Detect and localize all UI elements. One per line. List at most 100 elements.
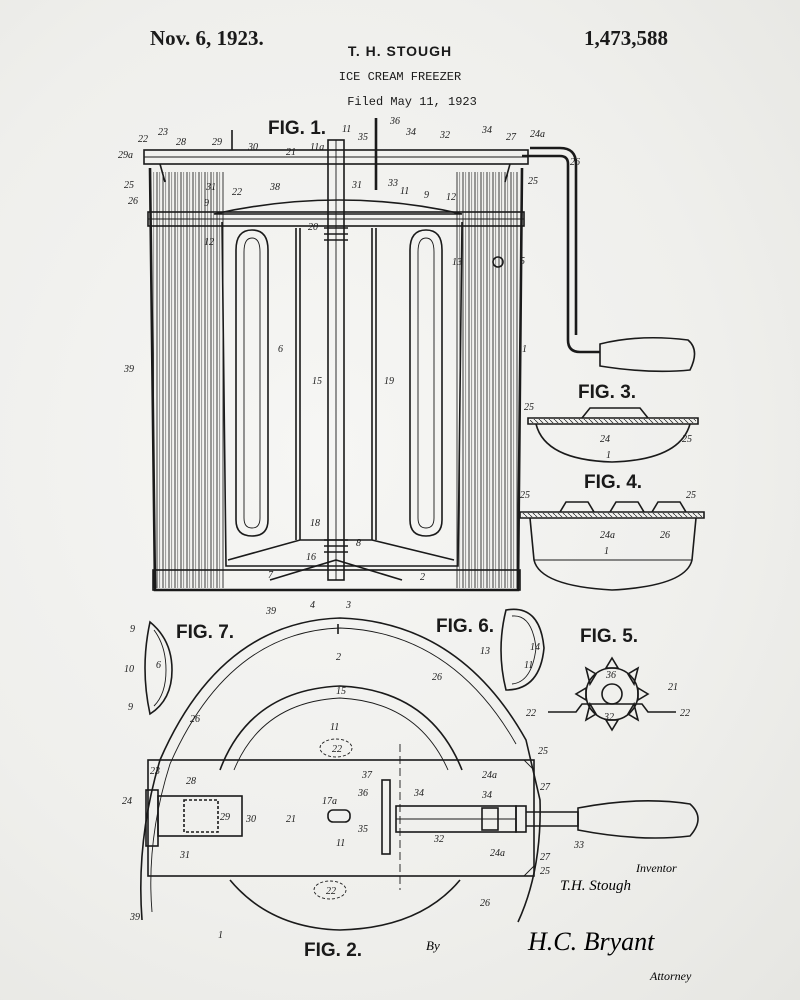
ref-numeral: 34 <box>481 790 492 801</box>
ref-numeral: 2 <box>420 572 425 583</box>
figure-6-label: FIG. 6. <box>436 616 494 637</box>
ref-numeral: 13 <box>480 646 490 657</box>
ref-numeral: 22 <box>138 134 148 145</box>
ref-numeral: 11 <box>330 722 339 733</box>
ref-numeral: 15 <box>312 376 322 387</box>
ref-numeral: 32 <box>433 834 444 845</box>
ref-numeral: 25 <box>540 866 550 877</box>
ref-numeral: 35 <box>357 824 368 835</box>
ref-numeral: 27 <box>506 132 517 143</box>
ref-numeral: 11a <box>310 142 324 153</box>
ref-numeral: 24a <box>600 530 615 541</box>
ref-numeral: 39 <box>129 912 140 923</box>
figure-2-label: FIG. 2. <box>304 940 362 961</box>
ref-numeral: 11 <box>336 838 345 849</box>
ref-numeral: 20 <box>308 222 318 233</box>
ref-numeral: 36 <box>389 116 400 127</box>
ref-numeral: 1 <box>522 344 527 355</box>
ref-numeral: 12 <box>446 192 456 203</box>
ref-numeral: 25 <box>538 746 548 757</box>
figure-4-drawing <box>520 502 704 590</box>
ref-numeral: 9 <box>130 624 135 635</box>
ref-numeral: 5 <box>520 256 525 267</box>
ref-numeral: 22 <box>332 744 342 755</box>
ref-numeral: 34 <box>413 788 424 799</box>
ref-numeral: 25 <box>528 176 538 187</box>
ref-numeral: 36 <box>605 670 616 681</box>
ref-numeral: 28 <box>186 776 196 787</box>
ref-numeral: 36 <box>357 788 368 799</box>
ref-numeral: 26 <box>128 196 138 207</box>
ref-numeral: 21 <box>286 814 296 825</box>
ref-numeral: 9 <box>424 190 429 201</box>
ref-numeral: 1 <box>606 450 611 461</box>
ref-numeral: 2 <box>336 652 341 663</box>
ref-numeral: 15 <box>336 686 346 697</box>
inventor-signature: T.H. Stough <box>560 878 631 894</box>
ref-numeral: 22 <box>326 886 336 897</box>
ref-numeral: 33 <box>573 840 584 851</box>
figure-3-drawing <box>528 408 698 462</box>
ref-numeral: 24a <box>530 129 545 140</box>
ref-numeral: 6 <box>278 344 283 355</box>
ref-numeral: 31 <box>351 180 362 191</box>
ref-numeral: 26 <box>190 714 200 725</box>
ref-numeral: 29a <box>118 150 133 161</box>
figure-7-label: FIG. 7. <box>176 622 234 643</box>
ref-numeral: 26 <box>480 898 490 909</box>
ref-numeral: 30 <box>247 142 258 153</box>
ref-numeral: 26 <box>660 530 670 541</box>
ref-numeral: 10 <box>124 664 134 675</box>
ref-numeral: 11 <box>524 660 533 671</box>
inventor-label: Inventor <box>635 861 677 875</box>
ref-numeral: 1 <box>218 930 223 941</box>
ref-numeral: 39 <box>265 606 276 617</box>
ref-numeral: 37 <box>361 770 373 781</box>
ref-numeral: 21 <box>286 147 296 158</box>
ref-numeral: 6 <box>156 660 161 671</box>
ref-numeral: 22 <box>232 187 242 198</box>
figure-4-label: FIG. 4. <box>584 472 642 493</box>
ref-numeral: 26 <box>432 672 442 683</box>
ref-numeral: 28 <box>176 137 186 148</box>
ref-numeral: 32 <box>439 130 450 141</box>
ref-numeral: 26 <box>570 157 580 168</box>
ref-numeral: 11 <box>400 186 409 197</box>
ref-numeral: 29 <box>212 137 222 148</box>
ref-numeral: 17a <box>322 796 337 807</box>
ref-numeral: 35 <box>357 132 368 143</box>
ref-numeral: 12 <box>204 237 214 248</box>
ref-numeral: 24 <box>122 796 132 807</box>
figure-1-drawing <box>144 118 695 590</box>
ref-numeral: 1 <box>604 546 609 557</box>
ref-numeral: 22 <box>526 708 536 719</box>
ref-numeral: 4 <box>310 600 315 611</box>
ref-numeral: 27 <box>540 782 551 793</box>
attorney-label: Attorney <box>649 969 692 983</box>
attorney-signature: H.C. Bryant <box>527 927 655 956</box>
ref-numeral: 25 <box>524 402 534 413</box>
figure-5-label: FIG. 5. <box>580 626 638 647</box>
ref-numeral: 23 <box>150 766 160 777</box>
figure-1-label: FIG. 1. <box>268 118 326 139</box>
ref-numeral: 25 <box>520 490 530 501</box>
ref-numeral: 33 <box>387 178 398 189</box>
ref-numeral: 13 <box>452 257 462 268</box>
ref-numeral: 27 <box>540 852 551 863</box>
ref-numeral: 31 <box>205 182 216 193</box>
ref-numeral: 38 <box>269 182 280 193</box>
ref-numeral: 39 <box>123 364 134 375</box>
ref-numeral: 21 <box>668 682 678 693</box>
ref-numeral: 22 <box>680 708 690 719</box>
ref-numeral: 29 <box>220 812 230 823</box>
ref-numeral: 18 <box>310 518 320 529</box>
by-label: By <box>426 938 440 953</box>
ref-numeral: 9 <box>128 702 133 713</box>
ref-numeral: 24a <box>482 770 497 781</box>
ref-numeral: 34 <box>405 127 416 138</box>
ref-numeral: 11 <box>342 124 351 135</box>
ref-numeral: 3 <box>345 600 351 611</box>
ref-numeral: 32 <box>603 712 614 723</box>
ref-numeral: 25 <box>124 180 134 191</box>
